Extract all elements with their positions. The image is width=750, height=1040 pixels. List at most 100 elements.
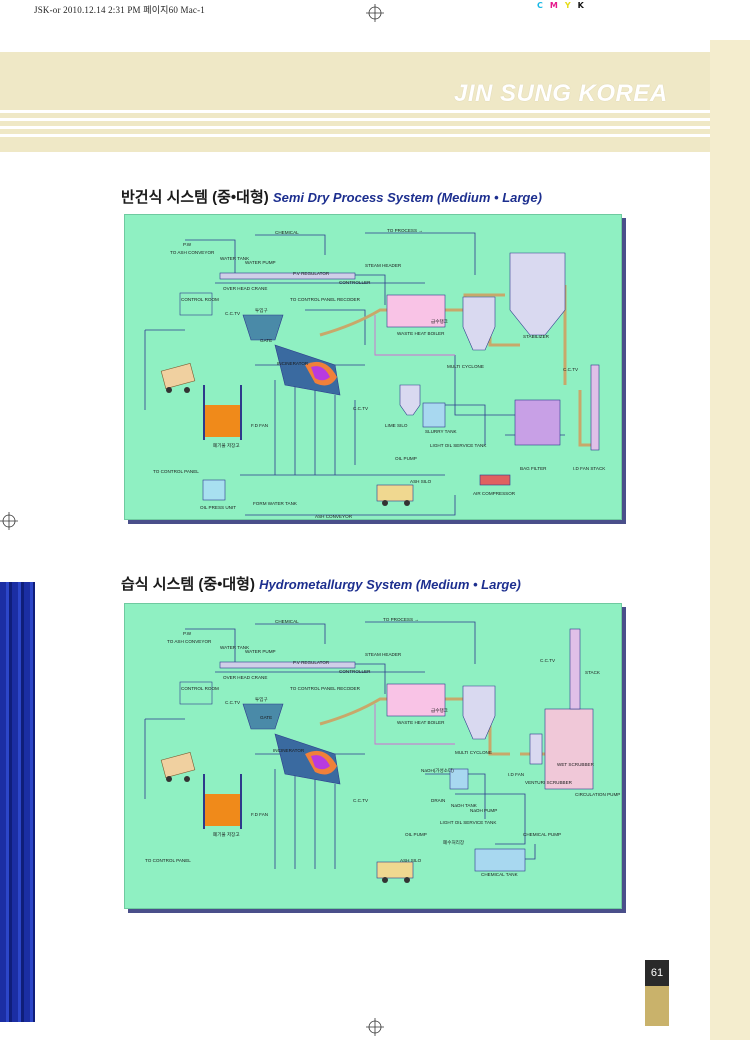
label-fd-fan: F.D FAN — [251, 423, 268, 428]
label-stabilizer: STABILIZER — [523, 334, 550, 339]
label-water-pump: WATER PUMP — [245, 649, 276, 654]
label-overhead-crane: OVER HEAD CRANE — [223, 286, 267, 291]
building-photo — [0, 582, 35, 1022]
label-circulation-pump: CIRCULATION PUMP — [575, 792, 620, 797]
label-ash-conveyor-2: ASH CONVEYOR — [315, 514, 353, 519]
label-waste-heat-boiler: WASTE HEAT BOILER — [397, 331, 445, 336]
label-to-control-panel: TO CONTROL PANEL RECODER — [290, 686, 361, 691]
label-air-compressor: AIR COMPRESSOR — [473, 491, 516, 496]
label-cctv-top: C.C.TV — [540, 658, 556, 663]
label-lime-silo: LIME SILO — [385, 423, 408, 428]
header-band — [0, 52, 710, 152]
registration-mark-left — [0, 512, 18, 530]
label-oil-pump: OIL PUMP — [405, 832, 427, 837]
label-idfan: I.D FAN — [508, 772, 524, 777]
section-title-ko: 반건식 시스템 (중•대형) — [121, 189, 269, 206]
label-water-pump: WATER PUMP — [245, 260, 276, 265]
label-steam-header: STEAM HEADER — [365, 263, 402, 268]
label-cctv: C.C.TV — [225, 311, 241, 316]
label-fd-fan: F.D FAN — [251, 812, 268, 817]
label-cctv: C.C.TV — [225, 700, 241, 705]
label-wet-scrubber: WET SCRUBBER — [557, 762, 595, 767]
label-gate: GATE — [260, 338, 272, 343]
label-water-tank: WATER TANK — [220, 256, 250, 261]
label-cctv-3: C.C.TV — [353, 798, 369, 803]
label-waste-pit: 폐기물 저장고 — [213, 442, 240, 449]
right-margin-band — [710, 40, 750, 1040]
label-water-tank: WATER TANK — [220, 645, 250, 650]
label-naoh-pump: NaOH PUMP — [470, 808, 497, 813]
label-oil-pump: OIL PUMP — [395, 456, 417, 461]
brand-title: JIN SUNG KOREA — [454, 80, 668, 107]
print-info: JSK-or 2010.12.14 2:31 PM 페이지60 Mac-1 — [34, 5, 205, 15]
label-oil-press: OIL PRESS UNIT — [200, 505, 236, 510]
label-waste-pit: 폐기물 저장고 — [213, 831, 240, 838]
label-multicyclone: MULTI CYCLONE — [455, 750, 492, 755]
label-ash-conveyor: TO ASH CONVEYOR — [167, 639, 212, 644]
label-overhead-crane: OVER HEAD CRANE — [223, 675, 267, 680]
label-chemical: CHEMICAL — [275, 619, 299, 624]
label-control-room: CONTROL ROOM — [181, 686, 219, 691]
header-stripe — [0, 118, 710, 121]
label-steam-header: STEAM HEADER — [365, 652, 402, 657]
label-slurry-tank: SLURRY TANK — [425, 429, 458, 434]
label-pw: P.W — [183, 242, 192, 247]
label-naoh-tank: NaOH TANK — [451, 803, 478, 808]
registration-mark-bottom — [366, 1018, 384, 1036]
section-title-en: Hydrometallurgy System (Medium • Large) — [259, 577, 521, 592]
section-title-hydrometallurgy: 습식 시스템 (중•대형) Hydrometallurgy System (Me… — [121, 573, 521, 594]
label-idfan-stack: I.D FAN STACK — [573, 466, 606, 471]
label-cctv-3: C.C.TV — [353, 406, 369, 411]
cmyk-m: M — [549, 1, 558, 10]
label-foam-water: FORM WATER TANK — [253, 501, 298, 506]
label-ash-conveyor: TO ASH CONVEYOR — [170, 250, 215, 255]
label-pv-regulator: P.V REGULATOR — [293, 660, 330, 665]
label-treat: 폐수처리장 — [443, 839, 465, 846]
label-tank-ko: 급수탱크 — [431, 318, 448, 325]
cmyk-y: Y — [564, 1, 571, 10]
label-incinerator: INCINERATOR — [277, 361, 309, 366]
label-controller: CONTROLLER — [339, 280, 371, 285]
label-gate: GATE — [260, 715, 272, 720]
label-cctv-2: C.C.TV — [563, 367, 579, 372]
label-ash-silo: ASH SILO — [400, 858, 422, 863]
label-naoh: NaOH(가성소다) — [421, 767, 454, 774]
label-to-control-panel-2: TO CONTROL PANEL — [145, 858, 191, 863]
section-title-en: Semi Dry Process System (Medium • Large) — [272, 190, 542, 205]
label-waste-heat-boiler: WASTE HEAT BOILER — [397, 720, 445, 725]
section-title-ko: 습식 시스템 (중•대형) — [121, 576, 255, 593]
page-number-accent — [645, 986, 669, 1026]
label-chemical: CHEMICAL — [275, 230, 299, 235]
label-hopper: 투입구 — [255, 307, 268, 314]
page-number: 61 — [645, 960, 669, 986]
label-venturi: VENTURI SCRUBBER — [525, 780, 573, 785]
label-incinerator: INCINERATOR — [273, 748, 305, 753]
label-control-room: CONTROL ROOM — [181, 297, 219, 302]
label-light-oil: LIGHT OIL SERVICE TANK — [430, 443, 487, 448]
label-bag-filter: BAG FILTER — [520, 466, 547, 471]
hydrometallurgy-diagram: CHEMICAL P.W TO ASH CONVEYOR WATER TANK … — [124, 603, 622, 909]
label-pw: P.W — [183, 631, 192, 636]
cmyk-k: K — [577, 1, 584, 10]
label-stack: STACK — [585, 670, 601, 675]
cmyk-c: C — [537, 1, 543, 10]
label-controller: CONTROLLER — [339, 669, 371, 674]
header-stripe — [0, 110, 710, 113]
label-hopper: 투입구 — [255, 696, 268, 703]
label-to-control-panel: TO CONTROL PANEL RECODER — [290, 297, 361, 302]
label-ash-silo: ASH SILO — [410, 479, 432, 484]
section-title-semi-dry: 반건식 시스템 (중•대형) Semi Dry Process System (… — [121, 186, 542, 207]
registration-mark-top — [366, 4, 384, 22]
label-multicyclone: MULTI CYCLONE — [447, 364, 484, 369]
label-tank-ko: 급수탱크 — [431, 707, 448, 714]
label-to-process: TO PROCESS → — [387, 228, 423, 233]
label-chemical-tank: CHEMICAL TANK — [481, 872, 519, 877]
label-to-process: TO PROCESS → — [383, 617, 419, 622]
header-stripe — [0, 134, 710, 137]
label-pv-regulator: P.V REGULATOR — [293, 271, 330, 276]
semi-dry-process-diagram: CHEMICAL P.W TO ASH CONVEYOR WATER TANK … — [124, 214, 622, 520]
label-drain: DRAIN — [431, 798, 445, 803]
header-stripe — [0, 126, 710, 129]
label-chem-pump: CHEMICAL PUMP — [523, 832, 561, 837]
